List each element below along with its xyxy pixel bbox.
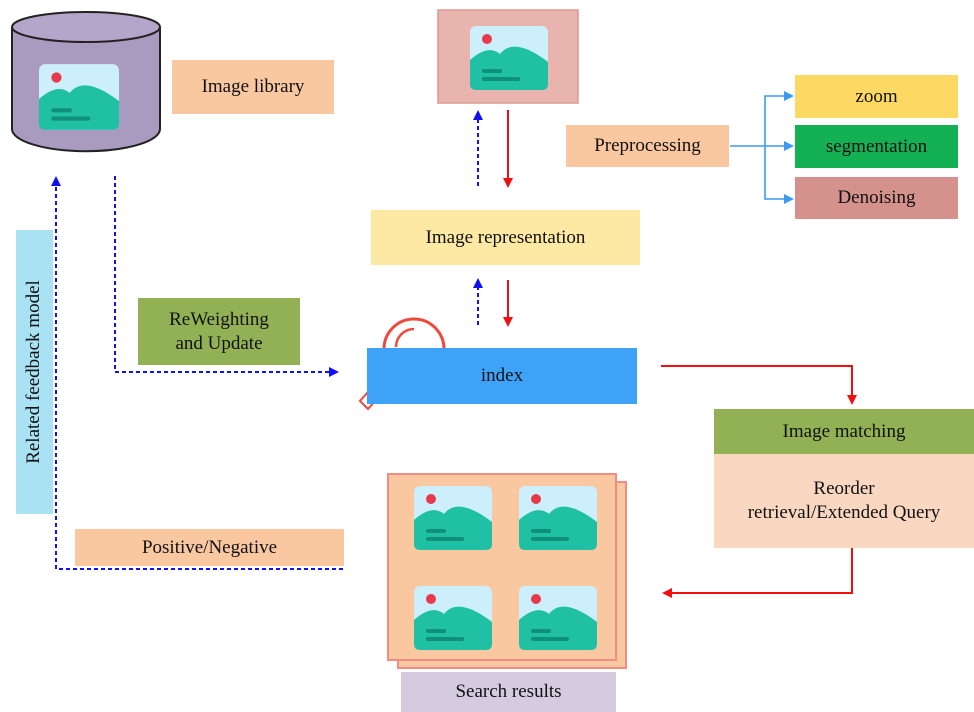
reorder-line-2: retrieval/Extended Query: [747, 502, 941, 523]
reorder-line-1: Reorder: [813, 478, 875, 499]
preprocessing-label: Preprocessing: [566, 125, 729, 167]
reweighting-update-label: ReWeighting and Update: [138, 298, 300, 365]
index-label: index: [367, 348, 637, 404]
reweighting-line-2: and Update: [175, 332, 263, 354]
arrow-library-to-index-dashed: [114, 176, 339, 377]
positive-negative-label: Positive/Negative: [75, 529, 344, 566]
search-results-label: Search results: [401, 672, 616, 712]
preprocessing-branches: [730, 91, 794, 204]
arrow-index-to-matching: [661, 365, 857, 405]
zoom-label: zoom: [795, 75, 958, 118]
reweighting-line-1: ReWeighting: [169, 308, 269, 330]
reorder-retrieval-label: Reorder retrieval/Extended Query: [714, 454, 974, 548]
related-feedback-model-label: Related feedback model: [23, 280, 44, 464]
image-icon: [519, 586, 597, 650]
image-icon: [519, 486, 597, 550]
image-icon: [414, 486, 492, 550]
image-icon: [414, 586, 492, 650]
image-matching-label: Image matching: [714, 409, 974, 454]
related-feedback-model-box: [16, 230, 53, 514]
denoising-label: Denoising: [795, 177, 958, 219]
arrow-matching-to-results: [662, 548, 853, 598]
image-library-label: Image library: [172, 60, 334, 114]
arrow-feedback-to-library-dashed: [51, 176, 343, 570]
image-icon: [470, 26, 548, 90]
segmentation-label: segmentation: [795, 125, 958, 168]
image-icon: [39, 64, 119, 130]
image-representation-label: Image representation: [371, 210, 640, 265]
